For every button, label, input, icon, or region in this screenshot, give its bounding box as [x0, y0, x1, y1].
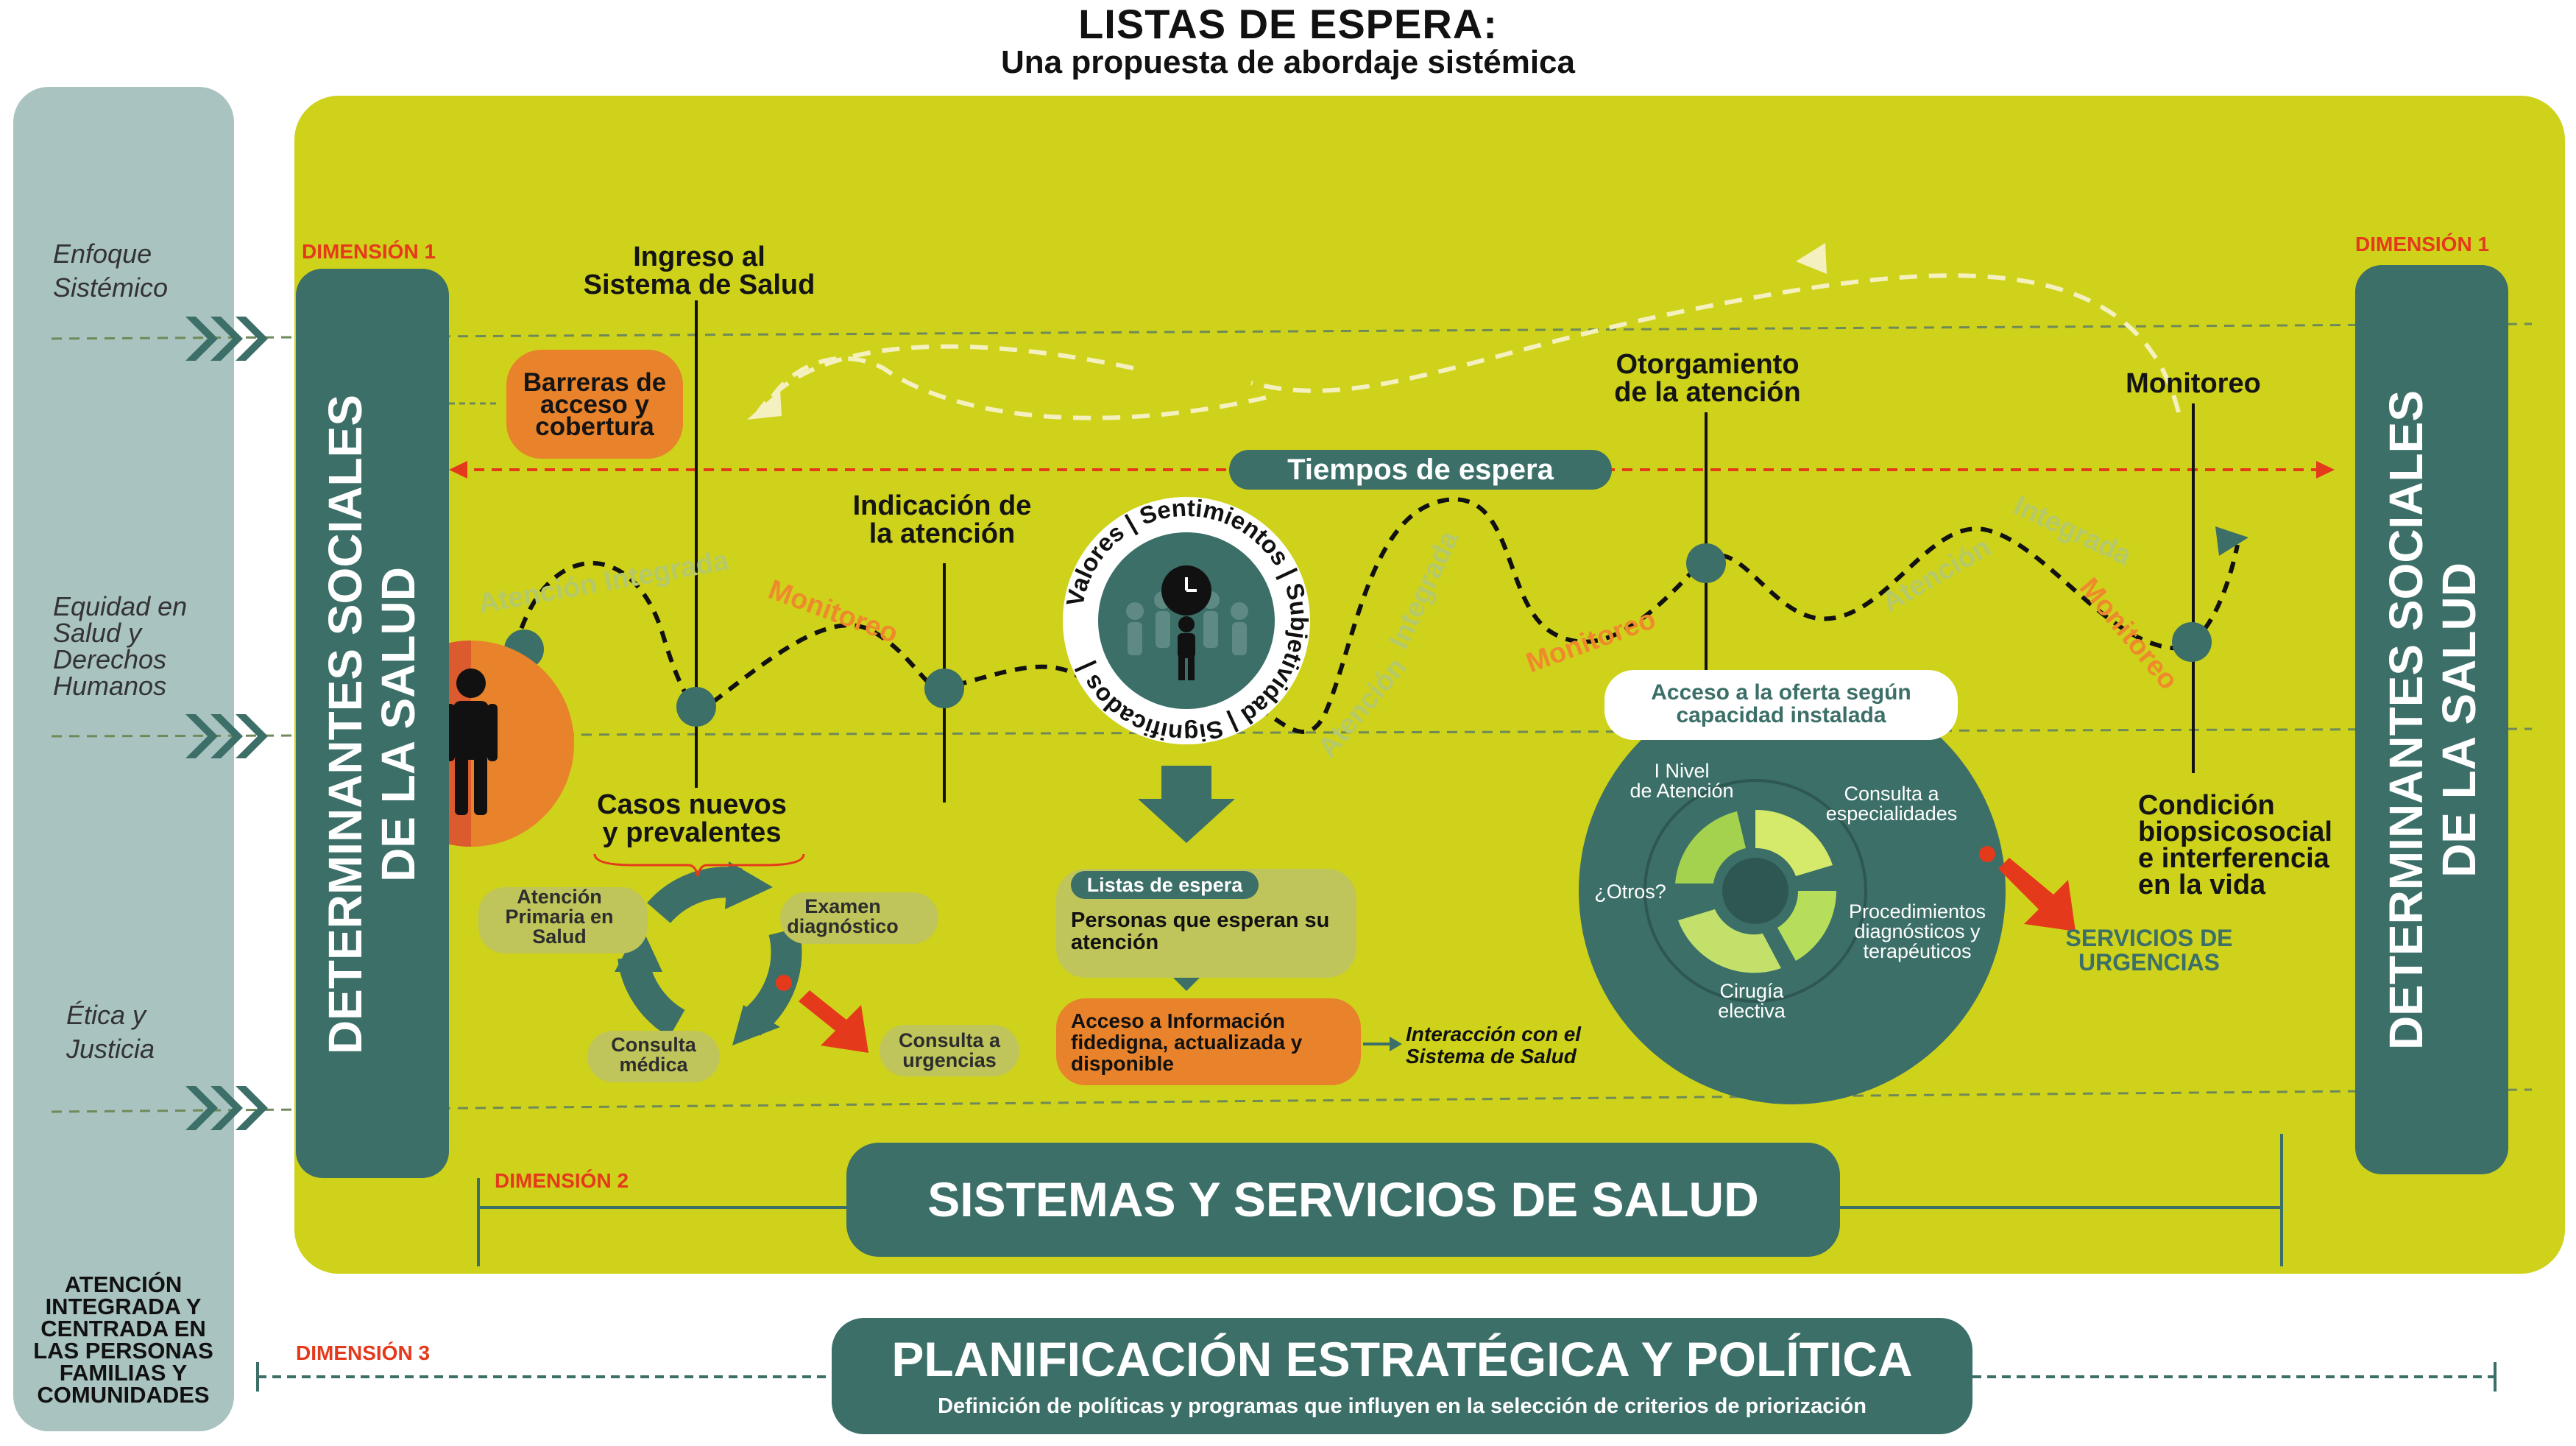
barreras-label: Barreras de acceso y cobertura	[523, 368, 667, 441]
determinantes-box-left	[296, 269, 449, 1178]
acceso-informacion-label: Acceso a Información fidedigna, actualiz…	[1071, 1009, 1303, 1075]
planificacion-pill	[832, 1318, 1972, 1434]
servicios-urgencias-label: SERVICIOS DE URGENCIAS	[2065, 925, 2233, 976]
oferta-procedimientos: Procedimientos diagnósticos y terapéutic…	[1848, 900, 1986, 962]
label-enfoque-sistemico: Enfoque Sistémico	[53, 239, 169, 303]
otorgamiento-label: Otorgamiento de la atención	[1614, 349, 1801, 408]
urgency-arrow-right	[1998, 858, 2076, 931]
planificacion-title: PLANIFICACIÓN ESTRATÉGICA Y POLÍTICA	[891, 1332, 1913, 1386]
node-pill-examen	[780, 892, 938, 944]
tiempos-de-espera-pill: Tiempos de espera	[1229, 450, 1612, 490]
dimension-2-bracket	[477, 1134, 2283, 1266]
acceso-oferta-pill	[1604, 670, 1958, 740]
monitoreo-label: Monitoreo	[2126, 368, 2261, 399]
node-atencion-primaria: Atención Primaria en Salud	[505, 886, 614, 948]
interaccion-label: Interacción con el Sistema de Salud	[1406, 1023, 1582, 1068]
barreras-box	[506, 350, 683, 459]
dimension-2-label: DIMENSIÓN 2	[495, 1169, 629, 1192]
oferta-circle	[1579, 677, 2006, 1104]
return-arc-left	[763, 356, 1267, 420]
return-arrow-head-top	[1796, 243, 1827, 274]
oferta-consulta-especialidades: Consulta a especialidades	[1825, 783, 1958, 825]
oferta-cycle	[1675, 809, 1836, 973]
condicion-label: Condición biopsicosocial e interferencia…	[2138, 790, 2332, 900]
label-etica-justicia: Ética y Justicia	[66, 1000, 155, 1064]
node-examen-diagnostico: Examen diagnóstico	[787, 895, 899, 937]
casos-label: Casos nuevos y prevalentes	[597, 789, 787, 848]
acceso-informacion-box	[1056, 998, 1361, 1085]
dimension-3-label: DIMENSIÓN 3	[296, 1341, 431, 1364]
oferta-nivel-atencion: I Nivel de Atención	[1630, 760, 1734, 802]
journey-wave	[513, 497, 2240, 734]
oferta-otros: ¿Otros?	[1594, 881, 1666, 903]
label-atencion-integrada: ATENCIÓN INTEGRADA Y CENTRADA EN LAS PER…	[33, 1272, 213, 1408]
milestone-dots	[504, 543, 2212, 727]
sistemas-servicios-pill: SISTEMAS Y SERVICIOS DE SALUD	[846, 1143, 1840, 1257]
node-pill-consulta-urgencias	[880, 1025, 1019, 1076]
planificacion-subtitle: Definición de políticas y programas que …	[938, 1394, 1866, 1418]
determinantes-text-left: DETERMINANTES SOCIALES DE LA SALUD	[319, 394, 425, 1055]
label-equidad: Equidad en Salud y Derechos Humanos	[53, 591, 188, 701]
clock-person-icon	[1161, 565, 1211, 680]
indicacion-label: Indicación de la atención	[852, 490, 1032, 549]
dimension-1-left-label: DIMENSIÓN 1	[302, 240, 436, 263]
node-pill-consulta-medica	[587, 1031, 720, 1082]
return-arrow-head-left	[747, 390, 782, 420]
dimension-3-line	[256, 1362, 2497, 1392]
dimension-1-right-label: DIMENSIÓN 1	[2355, 233, 2490, 255]
listas-espera-tag: Listas de espera	[1071, 871, 1259, 899]
personas-esperan-label: Personas que esperan su atención	[1071, 909, 1330, 954]
determinantes-box-right	[2355, 265, 2508, 1174]
diagram-subtitle: Una propuesta de abordaje sistémica	[1000, 44, 1576, 80]
urgency-arrow-left	[799, 990, 868, 1053]
acceso-oferta-label: Acceso a la oferta según capacidad insta…	[1651, 680, 1911, 727]
oferta-cirugia-electiva: Cirugía electiva	[1718, 980, 1786, 1022]
node-consulta-medica: Consulta médica	[611, 1034, 696, 1076]
down-arrow-big	[1138, 766, 1235, 843]
left-sidebar	[13, 87, 234, 1431]
node-pill-atencion-primaria	[478, 887, 648, 953]
chevron-arrows	[185, 317, 268, 1130]
cycle-arrows	[618, 867, 802, 1037]
journey-arrow-head	[2215, 526, 2248, 556]
node-consulta-urgencias: Consulta a urgencias	[898, 1029, 1001, 1071]
diagram-title: LISTAS DE ESPERA:	[1078, 1, 1498, 47]
determinantes-text-right: DETERMINANTES SOCIALES DE LA SALUD	[2379, 389, 2485, 1051]
ingreso-label: Ingreso al Sistema de Salud	[583, 241, 815, 300]
